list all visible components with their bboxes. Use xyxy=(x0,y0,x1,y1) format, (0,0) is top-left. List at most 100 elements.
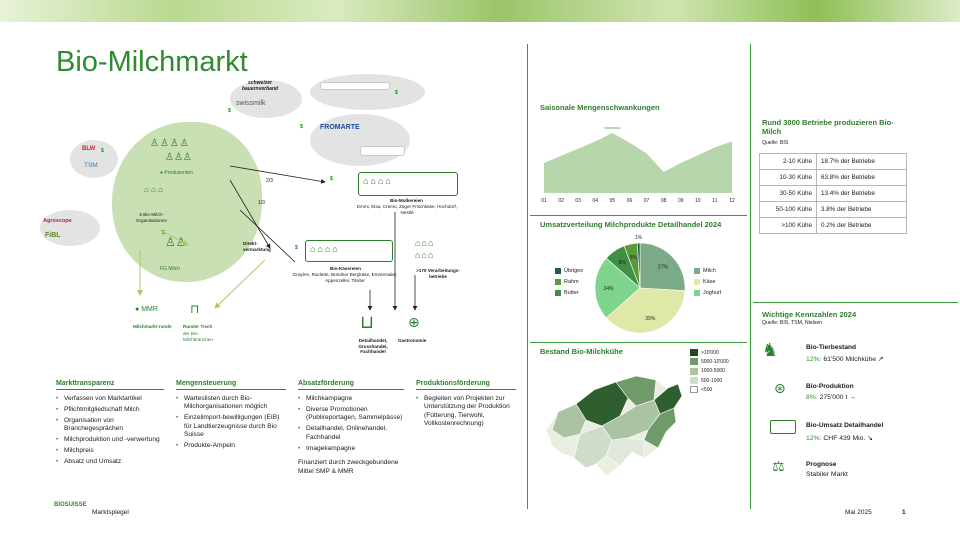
table-cell-range: 30-50 Kühe xyxy=(759,185,817,202)
pie-slice xyxy=(636,242,641,289)
money-bag-icon: ⊛ xyxy=(774,380,786,396)
kennzahl-label: Bio-Produktion xyxy=(806,383,854,390)
organisation-icon: ⌂ ⌂ ⌂ xyxy=(144,185,163,194)
x-tick-label: 07 xyxy=(644,198,650,204)
kennzahl-value-row: 12%: CHF 439 Mio. ↘ xyxy=(806,434,873,442)
legend-swatch xyxy=(690,367,698,375)
map-legend-entry: 1000-5000 xyxy=(690,367,729,376)
table-cell-value: 63.8% der Betriebe xyxy=(816,169,907,186)
seasonal-chart-title: Saisonale Mengenschwankungen xyxy=(540,103,660,112)
kennzahl-pct: 8%: xyxy=(806,394,818,401)
verarbeitung-icon: ⌂⌂⌂ xyxy=(415,250,435,260)
page-number: 1 xyxy=(902,509,906,516)
column-absatzfoerderung: Absatzförderung Milchkampagne Diverse Pr… xyxy=(298,380,404,476)
flow-arrows xyxy=(137,165,418,311)
column-title: Mengensteuerung xyxy=(176,380,286,390)
column-item: Produkte-Ampeln xyxy=(176,442,286,451)
table-cell-range: 2-10 Kühe xyxy=(759,153,817,170)
table-cell-value: 0.2% der Betriebe xyxy=(816,217,907,234)
legend-label: >10'000 xyxy=(701,350,719,356)
producer-label: ● Produzenten xyxy=(160,170,193,176)
legend-label: <500 xyxy=(701,386,713,393)
money-icon: $ xyxy=(395,90,398,96)
mmr-label-text: MMR xyxy=(141,306,158,313)
betriebe-source: Quelle: BIS xyxy=(762,140,789,146)
pie-data-label: 5% xyxy=(630,255,638,261)
pie-data-label: 39% xyxy=(645,316,656,322)
kennzahlen-title: Wichtige Kennzahlen 2024 xyxy=(762,310,857,319)
forecast-scale-icon: ⚖ xyxy=(772,458,785,474)
producer-group-icon: ♙♙♙♙ xyxy=(150,138,190,149)
betriebe-title: Rund 3000 Betriebe produzieren Bio-Milch xyxy=(762,118,894,137)
column-item: Detailhandel, Onlinehandel, Fachhandel xyxy=(298,425,404,442)
producer-group-icon: ♙♙♙ xyxy=(165,152,192,163)
molkerei-factory-icon: ⌂⌂⌂⌂ xyxy=(358,172,458,196)
middle-separator xyxy=(530,215,747,216)
table-cell-value: 3.8% der Betriebe xyxy=(816,201,907,218)
column-title: Absatzförderung xyxy=(298,380,404,390)
money-icon: $ xyxy=(228,108,231,114)
blw-logo: BLW xyxy=(82,146,96,152)
fromarte-bubble xyxy=(310,114,410,166)
money-icon: $ xyxy=(300,124,303,130)
plate-cutlery-icon: ⊕ xyxy=(408,314,420,330)
legend-swatch xyxy=(555,267,561,274)
legend-label: 1000-5000 xyxy=(701,368,725,375)
column-item: Warteslisten durch Bio-Milchorganisation… xyxy=(176,395,286,412)
legend-label: Käse xyxy=(703,279,716,285)
pie-legend-left: Übriges Rahm Butter xyxy=(555,266,583,299)
decorative-banner xyxy=(0,0,960,22)
x-tick-label: 12 xyxy=(729,198,735,204)
organisation-logo xyxy=(320,82,390,90)
research-bubble xyxy=(40,210,100,246)
verarbeitung-icon: ⌂⌂⌂ xyxy=(415,238,435,248)
kennzahl-value: 275'000 t → xyxy=(819,394,857,401)
kaeserei-title: Bio-Käsereien xyxy=(330,266,361,271)
table-cell-range: >100 Kühe xyxy=(759,217,817,234)
legend-swatch xyxy=(690,376,698,384)
swissmilk-logo: swissmilk xyxy=(236,100,266,107)
kennzahl-value-row: 12%: 61'500 Milchkühe ↗ xyxy=(806,355,884,363)
kaeserei-list: Gruyère, Raclette, Bündner Bergkäse, Emm… xyxy=(292,272,398,283)
x-tick-label: 02 xyxy=(558,198,564,204)
organisation-label: 6 Bio-Milch-Organisationen xyxy=(135,212,168,223)
x-tick-label: 04 xyxy=(592,198,598,204)
legend-label: Rahm xyxy=(564,279,579,285)
column-item: Begleiten von Projekten zur Unterstützun… xyxy=(416,395,516,429)
map-title: Bestand Bio-Milchkühe xyxy=(540,347,623,356)
pie-data-label: 1% xyxy=(635,235,643,241)
legend-swatch xyxy=(690,358,698,366)
kennzahl-pct: 12%: xyxy=(806,356,822,363)
legend-swatch xyxy=(694,267,700,274)
kennzahl-value-row: 8%: 275'000 t → xyxy=(806,394,856,401)
column-item: Milchproduktion und -verwertung xyxy=(56,436,164,445)
biosuisse-logo: BIOSUISSE xyxy=(54,502,87,508)
money-icon: $ xyxy=(295,245,298,251)
organisation-bubble-top xyxy=(310,74,425,110)
page-title: Bio-Milchmarkt xyxy=(56,46,248,78)
financing-note: Finanziert durch zweckgebundene Mittel S… xyxy=(298,459,399,475)
kennzahl-value: 61'500 Milchkühe ↗ xyxy=(823,356,884,363)
separator-right xyxy=(750,44,751,509)
column-mengensteuerung: Mengensteuerung Warteslisten durch Bio-M… xyxy=(176,380,286,453)
column-title: Markttransparenz xyxy=(56,380,164,390)
legend-swatch xyxy=(555,278,561,285)
agroscope-logo: Agroscope xyxy=(43,218,72,224)
footer-left: Marktspiegel xyxy=(92,509,129,516)
x-tick-label: 03 xyxy=(575,198,581,204)
separator-left xyxy=(527,44,528,509)
banknotes-icon xyxy=(770,420,796,434)
pie-legend-entry: Butter xyxy=(555,288,583,299)
map-legend-entry: <500 xyxy=(690,385,729,395)
pie-slice xyxy=(639,242,686,292)
gastronomie-label: Gastronomie xyxy=(398,338,427,343)
column-item: Einzelimport-bewilligungen (EIB) für Lan… xyxy=(176,414,286,439)
blw-bubble xyxy=(70,140,118,178)
legend-label: Milch xyxy=(703,268,716,274)
pie-legend-entry: Milch xyxy=(694,266,721,277)
legend-swatch xyxy=(694,278,700,285)
legend-label: 5000-10'000 xyxy=(701,359,729,366)
bauernverband-bubble xyxy=(230,80,302,118)
